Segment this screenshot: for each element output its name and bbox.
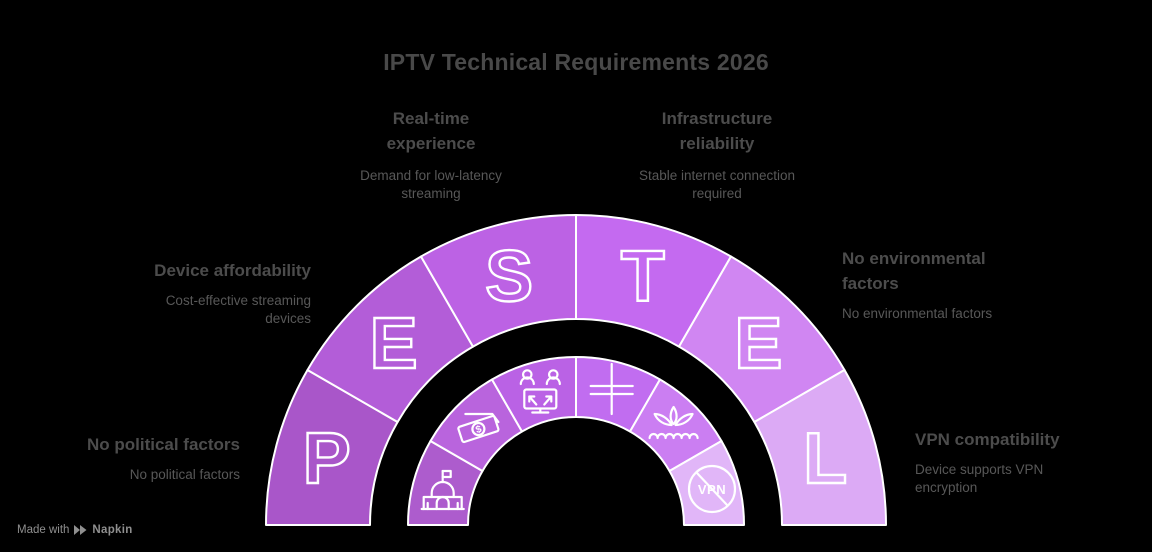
callout-social-heading: Real-time experience — [386, 109, 476, 153]
callout-technological-heading: Infrastructure reliability — [661, 109, 773, 153]
callout-social: Real-time experience Demand for low-late… — [360, 106, 502, 203]
callout-legal-description: Device supports VPN encryption — [915, 462, 1044, 495]
callout-environmental: No environmental factors No environmenta… — [842, 246, 1012, 323]
vpn-badge-text: VPN — [698, 482, 726, 497]
credit-prefix: Made with — [17, 524, 70, 536]
credit-brand: Napkin — [92, 524, 133, 536]
callout-technological-description: Stable internet connection required — [638, 168, 796, 201]
segment-letter-p: P — [303, 419, 351, 499]
no-vpn-icon: VPN — [687, 464, 737, 514]
callout-environmental-description: No environmental factors — [842, 306, 993, 321]
segment-legal — [753, 369, 887, 526]
callout-economic-heading: Device affordability — [154, 261, 311, 280]
segment-letter-e1: E — [370, 304, 418, 384]
lotus-plant-icon — [648, 405, 699, 440]
callout-environmental-heading: No environmental factors — [842, 249, 986, 293]
callout-legal-heading: VPN compatibility — [915, 430, 1060, 449]
napkin-logo-icon — [74, 525, 87, 535]
callout-political-description: No political factors — [129, 467, 240, 482]
callout-technological: Infrastructure reliability Stable intern… — [637, 106, 797, 203]
page-title: IPTV Technical Requirements 2026 — [383, 49, 769, 75]
segment-letter-s: S — [485, 237, 533, 317]
circuit-lines-icon — [589, 362, 634, 416]
callout-legal: VPN compatibility Device supports VPN en… — [915, 427, 1135, 497]
callout-economic: Device affordability Cost-effective stre… — [111, 258, 311, 328]
callout-social-description: Demand for low-latency streaming — [360, 168, 502, 201]
government-building-icon — [420, 469, 465, 511]
dollar-glyph: $ — [474, 424, 483, 436]
pestel-outer-ring: P E S T E L — [265, 214, 887, 526]
callout-economic-description: Cost-effective streaming devices — [165, 293, 311, 326]
pestel-inner-ring: $ — [407, 356, 745, 526]
segment-letter-l: L — [803, 419, 847, 499]
people-screen-share-icon — [519, 369, 561, 414]
segment-letter-t: T — [621, 237, 665, 317]
cash-payment-icon: $ — [457, 412, 500, 444]
segment-letter-e2: E — [734, 304, 782, 384]
callout-political: No political factors No political factor… — [20, 432, 240, 484]
callout-political-heading: No political factors — [86, 435, 240, 454]
napkin-credit: Made with Napkin — [17, 524, 133, 536]
